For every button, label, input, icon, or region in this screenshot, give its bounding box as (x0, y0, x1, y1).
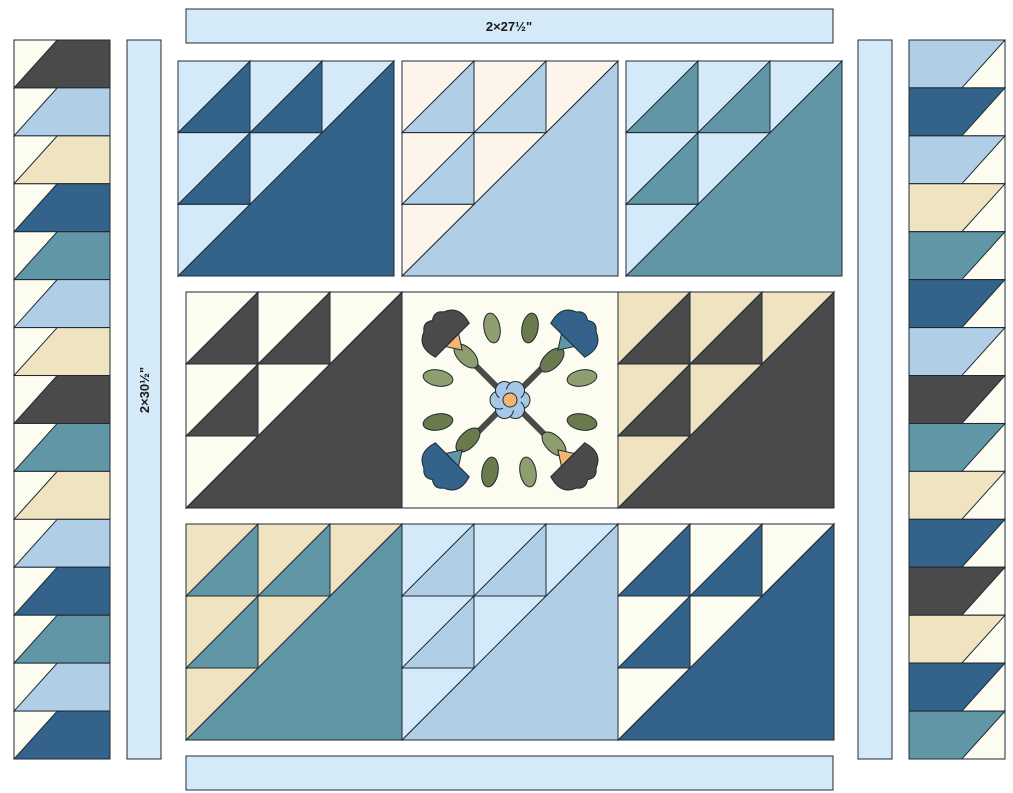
right-strip-unit (909, 88, 1005, 136)
quilt-block-r3c3 (618, 524, 834, 740)
right-strip-unit (909, 280, 1005, 328)
left-strip-unit (14, 376, 110, 424)
left-strip-unit (14, 232, 110, 280)
right-strip-unit (909, 184, 1005, 232)
left-strip-unit (14, 136, 110, 184)
quilt-block-r1c1 (178, 61, 394, 276)
right-strip-unit (909, 615, 1005, 663)
right-strip-unit (909, 519, 1005, 567)
left-strip-unit (14, 663, 110, 711)
left-strip-unit (14, 280, 110, 328)
left-pieced-strip (14, 40, 110, 759)
left-strip-unit (14, 711, 110, 759)
right-strip-unit (909, 471, 1005, 519)
left-strip-unit (14, 184, 110, 232)
quilt-block-r1c3 (626, 61, 842, 276)
right-strip-unit (909, 376, 1005, 424)
top-border-dimension-label: 2×27½" (486, 19, 532, 34)
left-strip-unit (14, 88, 110, 136)
quilt-block-r3c2 (402, 524, 618, 740)
left-strip-unit (14, 40, 110, 88)
left-strip-unit (14, 567, 110, 615)
quilt-block-r2c1 (186, 292, 402, 508)
right-strip-unit (909, 136, 1005, 184)
right-side-border-strip (858, 40, 892, 759)
quilt-block-r2c3 (618, 292, 834, 508)
left-strip-unit (14, 519, 110, 567)
quilt-block-r3c1 (186, 524, 402, 740)
side-border-dimension-label: 2×30½" (137, 367, 152, 413)
right-strip-unit (909, 567, 1005, 615)
left-strip-unit (14, 328, 110, 376)
left-strip-unit (14, 423, 110, 471)
quilt-blocks (178, 61, 842, 740)
right-strip-unit (909, 40, 1005, 88)
quilt-block-r1c2 (402, 61, 618, 276)
applique-flower-block (402, 292, 618, 508)
bottom-border-strip (186, 756, 833, 790)
right-strip-unit (909, 328, 1005, 376)
right-strip-unit (909, 232, 1005, 280)
left-strip-unit (14, 471, 110, 519)
right-strip-unit (909, 663, 1005, 711)
right-strip-unit (909, 423, 1005, 471)
right-strip-unit (909, 711, 1005, 759)
left-strip-unit (14, 615, 110, 663)
right-pieced-strip (909, 40, 1005, 759)
